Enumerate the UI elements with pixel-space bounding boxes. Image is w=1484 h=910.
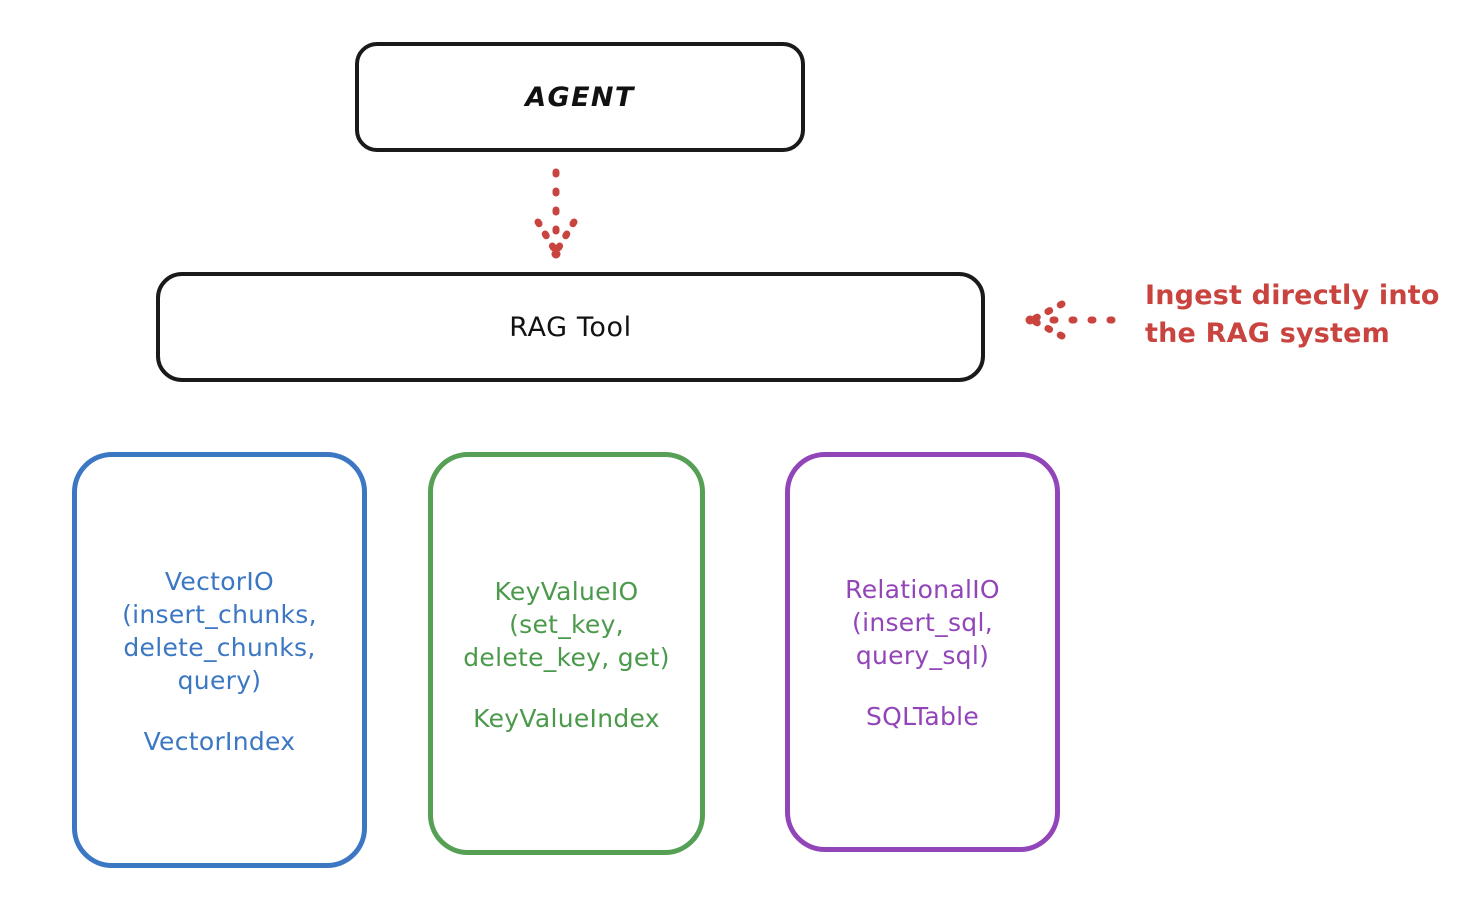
- node-key-value-io-label: KeyValueIO (set_key, delete_key, get): [463, 576, 670, 672]
- node-relational-io-sublabel: SQLTable: [865, 702, 980, 731]
- node-agent[interactable]: AGENT: [355, 42, 805, 152]
- node-relational-io-label: RelationalIO (insert_sql, query_sql): [845, 575, 1000, 670]
- node-key-value-io-sublabel: KeyValueIndex: [473, 703, 660, 733]
- node-vector-io-sublabel: VectorIndex: [143, 726, 296, 756]
- arrow-ingest-to-rag-tool: [1025, 300, 1116, 340]
- arrow-agent-to-rag-tool: [534, 168, 578, 259]
- node-vector-io-label: VectorIO (insert_chunks, delete_chunks, …: [122, 566, 317, 695]
- node-rag-tool-label: RAG Tool: [509, 311, 632, 343]
- node-agent-label: AGENT: [525, 81, 635, 113]
- node-key-value-io[interactable]: KeyValueIO (set_key, delete_key, get) Ke…: [428, 452, 705, 855]
- annotation-ingest-directly: Ingest directly into the RAG system: [1145, 280, 1440, 350]
- node-rag-tool[interactable]: RAG Tool: [156, 272, 985, 382]
- node-relational-io[interactable]: RelationalIO (insert_sql, query_sql) SQL…: [785, 452, 1060, 852]
- node-vector-io[interactable]: VectorIO (insert_chunks, delete_chunks, …: [72, 452, 367, 868]
